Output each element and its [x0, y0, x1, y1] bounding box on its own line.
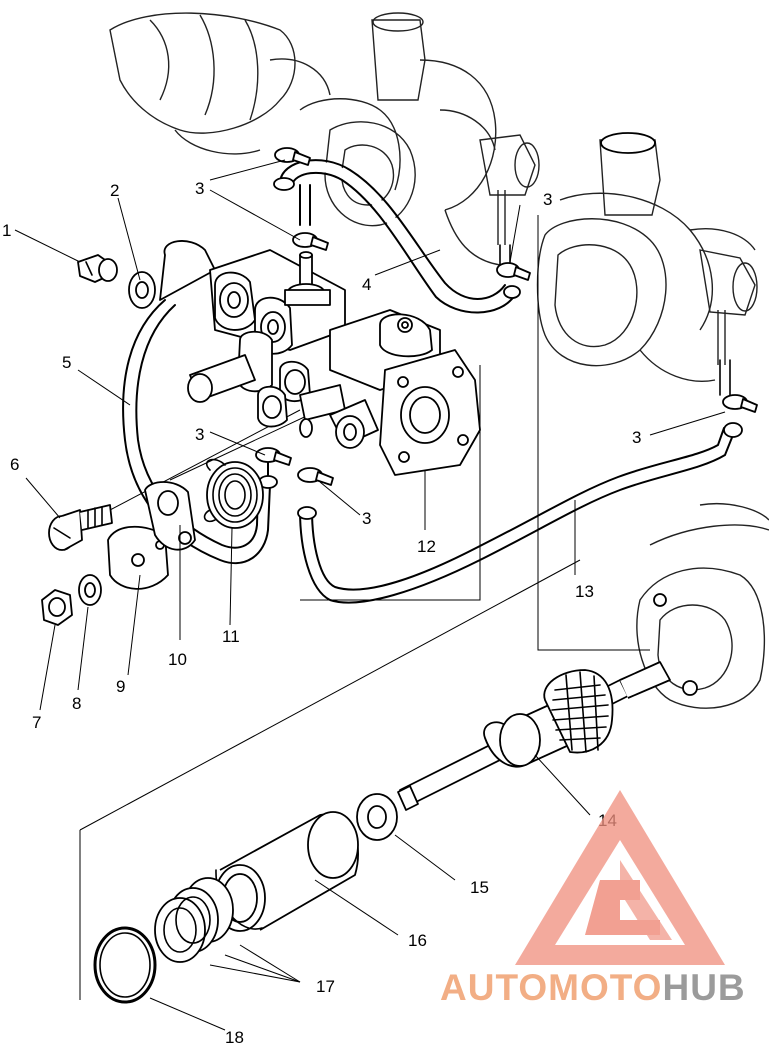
callout-1: 1 [2, 221, 11, 240]
washer-8 [78, 574, 102, 606]
callout-11: 11 [222, 627, 240, 646]
callout-7: 7 [32, 713, 41, 732]
callout-3c: 3 [195, 425, 204, 444]
leader-lines [14, 159, 726, 1031]
callout-10: 10 [168, 650, 187, 669]
callout-8: 8 [72, 694, 81, 713]
clamp-a [274, 147, 311, 166]
gear-shaft-14 [397, 661, 671, 811]
control-shaft [329, 399, 379, 449]
engine-casing-outline [109, 12, 540, 266]
second-pump-housing [536, 132, 758, 382]
o-ring-18 [93, 926, 157, 1004]
callout-3b: 3 [543, 190, 552, 209]
lever-plate-9 [107, 525, 169, 590]
watermark-logo-triangle [515, 790, 725, 965]
automotohub-watermark: AUTOMOTOHUB [440, 790, 746, 1008]
seals-17 [154, 877, 234, 963]
callout-2: 2 [110, 181, 119, 200]
callout-3a: 3 [195, 179, 204, 198]
callout-13: 13 [575, 582, 594, 601]
callout-6: 6 [10, 455, 19, 474]
spring-11 [203, 458, 264, 529]
hoses [122, 159, 743, 604]
clamp-e [297, 467, 334, 486]
callout-18: 18 [225, 1028, 244, 1046]
screw-6 [48, 504, 113, 551]
clamp-b [292, 232, 329, 251]
callout-5: 5 [62, 353, 71, 372]
callout-9: 9 [116, 677, 125, 696]
callout-3d: 3 [362, 509, 371, 528]
callout-4: 4 [362, 275, 371, 294]
banjo-bolt-1 [77, 254, 118, 283]
pump-cover-plate [379, 349, 481, 476]
washer-2 [128, 271, 156, 309]
sleeve-16 [214, 811, 359, 932]
washer-15 [356, 793, 398, 841]
callout-12: 12 [417, 537, 436, 556]
lever-10 [144, 481, 196, 551]
callout-16: 16 [408, 931, 427, 950]
assembly-guide-lines [79, 215, 650, 1000]
callout-3e: 3 [632, 428, 641, 447]
clamp-d [255, 447, 292, 466]
nut-7 [41, 589, 73, 626]
watermark-text-part1: AUTOMOTO [440, 967, 662, 1008]
watermark-text-part2: HUB [662, 967, 745, 1008]
hose-clamps [255, 147, 758, 486]
clamp-c [496, 262, 531, 281]
callout-17: 17 [316, 977, 335, 996]
callout-15: 15 [470, 878, 489, 897]
watermark-text: AUTOMOTOHUB [440, 967, 746, 1008]
clamp-f [722, 394, 758, 413]
oil-pump-body [159, 240, 441, 438]
